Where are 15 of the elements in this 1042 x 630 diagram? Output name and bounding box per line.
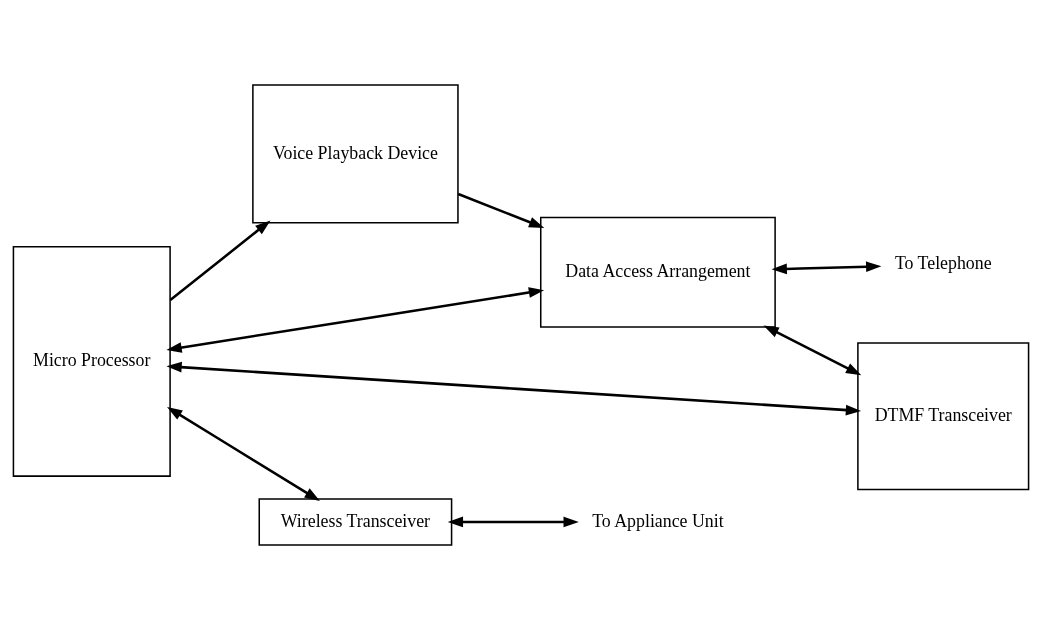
arrow	[457, 192, 545, 228]
arrow	[166, 361, 862, 416]
arrow	[166, 287, 545, 353]
arrow	[167, 406, 320, 501]
node-box: DTMF Transceiver	[857, 342, 1030, 491]
node-box: Data Access Arrangement	[539, 216, 776, 328]
arrow	[763, 325, 862, 376]
arrow	[169, 220, 271, 302]
node-box: Voice Playback Device	[252, 84, 459, 224]
arrow	[771, 261, 882, 275]
node-text: To Appliance Unit	[592, 510, 724, 531]
node-box: Micro Processor	[12, 246, 171, 477]
arrow	[447, 516, 579, 528]
node-text: To Telephone	[894, 253, 992, 274]
node-box: Wireless Transceiver	[258, 498, 453, 546]
